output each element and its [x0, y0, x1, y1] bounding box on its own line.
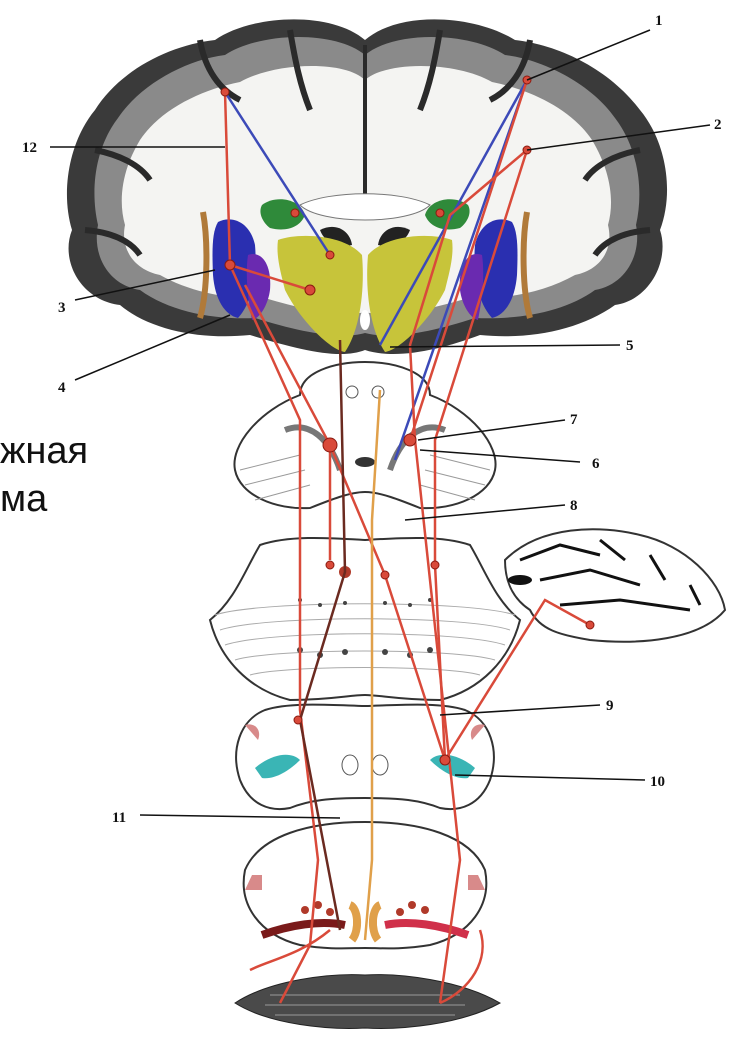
callout-6: 6 — [592, 456, 600, 472]
brain-coronal-section — [67, 19, 667, 354]
side-caption-line-1: жная — [0, 432, 88, 470]
side-caption-line-2: ма — [0, 480, 47, 518]
muscle — [235, 975, 500, 1029]
callout-10: 10 — [650, 774, 665, 790]
medulla-section — [236, 705, 494, 809]
callout-4: 4 — [58, 380, 66, 396]
callout-9: 9 — [606, 698, 614, 714]
pons-section — [210, 538, 520, 700]
callout-8: 8 — [570, 498, 578, 514]
callout-12: 12 — [22, 140, 37, 156]
callout-7: 7 — [570, 412, 578, 428]
callout-5: 5 — [626, 338, 634, 354]
callout-1: 1 — [655, 13, 663, 29]
callout-2: 2 — [714, 117, 722, 133]
cerebellum-section — [505, 529, 725, 641]
callout-3: 3 — [58, 300, 66, 316]
third-ventricle — [360, 310, 370, 330]
callout-11: 11 — [112, 810, 126, 826]
